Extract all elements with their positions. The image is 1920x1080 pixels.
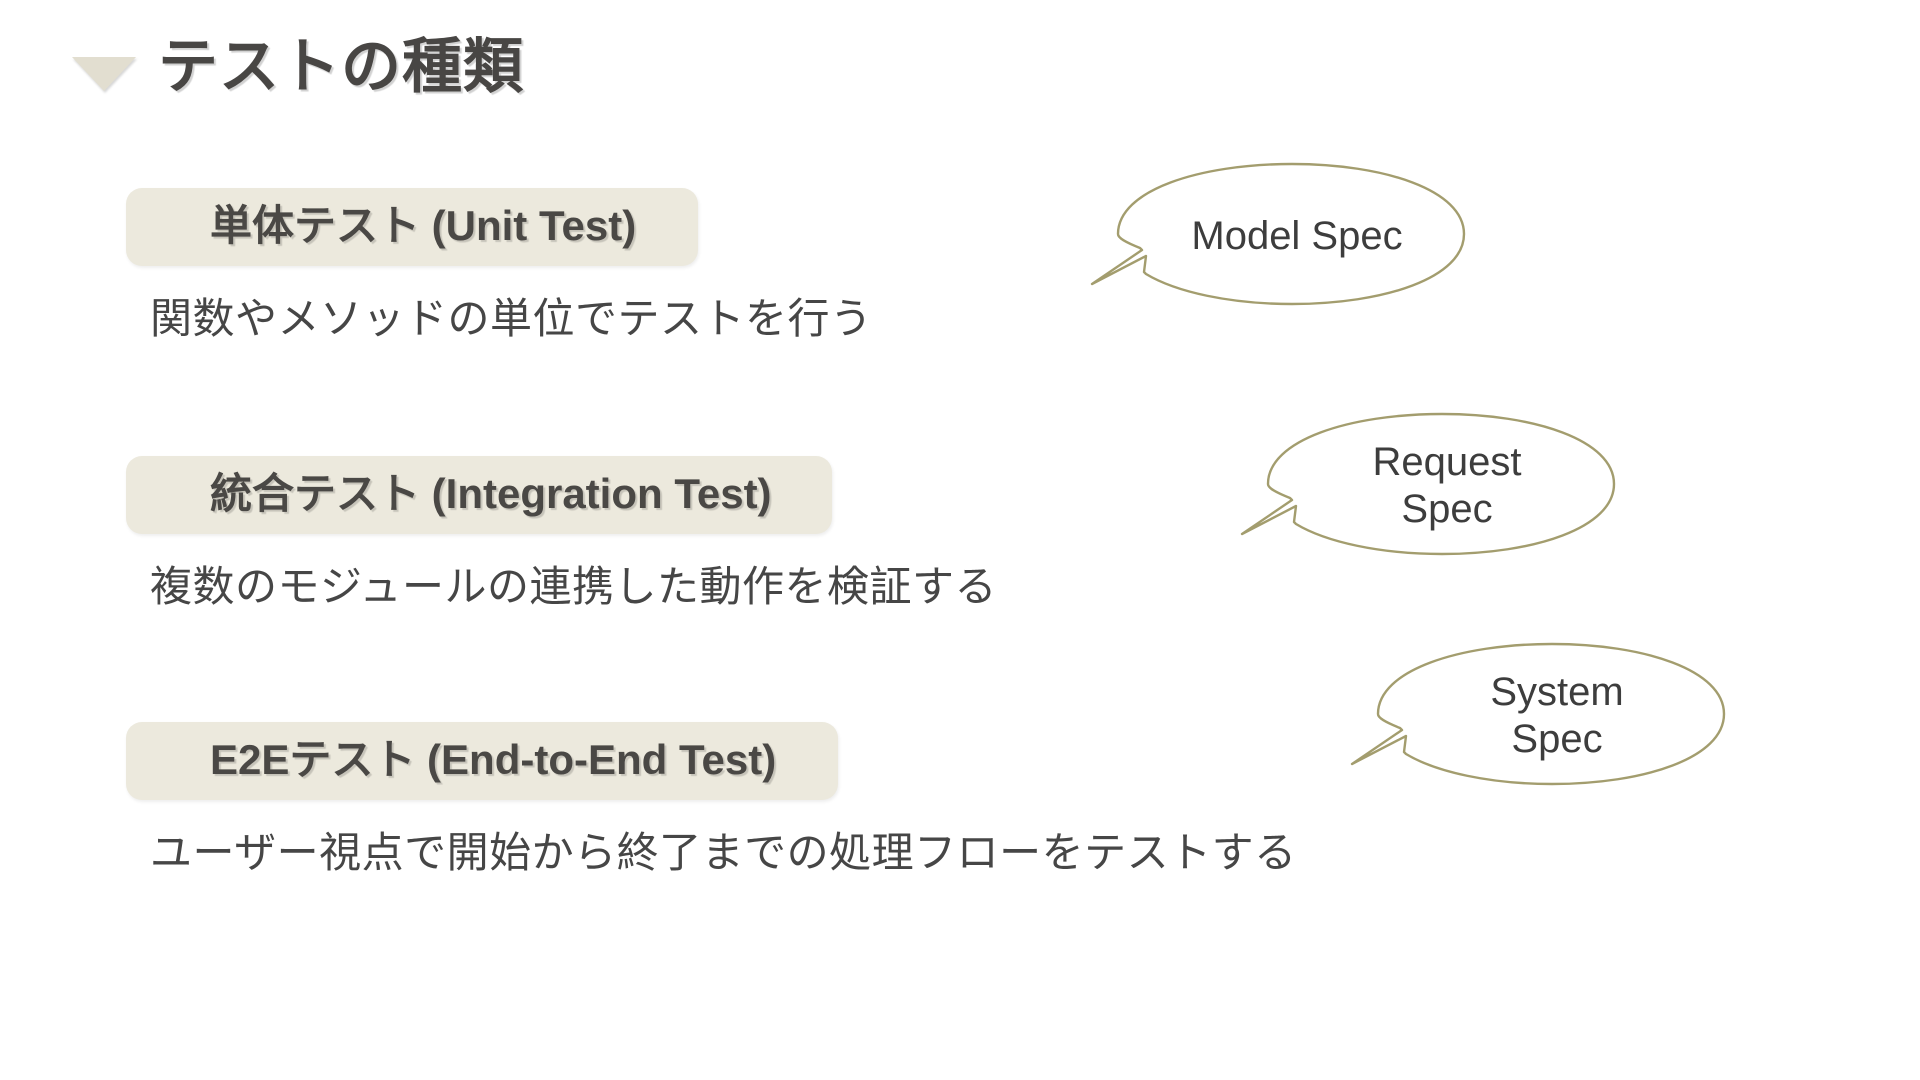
- speech-bubble-shape-icon: [1240, 412, 1616, 556]
- description-unit: 関数やメソッドの単位でテストを行う: [150, 295, 873, 343]
- label-chip-unit: 単体テスト (Unit Test): [126, 188, 699, 267]
- triangle-down-icon: [72, 57, 136, 91]
- speech-bubble-shape-icon: [1090, 162, 1466, 306]
- speech-bubble-request-spec: Request Spec: [1230, 410, 1630, 570]
- description-integration: 複数のモジュールの連携した動作を検証する: [150, 563, 998, 611]
- speech-bubble-model-spec: Model Spec: [1080, 160, 1480, 320]
- label-chip-e2e: E2Eテスト (End-to-End Test): [126, 722, 839, 801]
- label-chip-integration-text: 統合テスト (Integration Test): [210, 470, 772, 517]
- label-chip-e2e-text: E2Eテスト (End-to-End Test): [210, 736, 777, 783]
- label-chip-unit-text: 単体テスト (Unit Test): [210, 202, 637, 249]
- label-chip-integration: 統合テスト (Integration Test): [126, 456, 832, 535]
- test-block-e2e: E2Eテスト (End-to-End Test) ユーザー視点で開始から終了まで…: [0, 722, 1297, 879]
- speech-bubble-shape-icon: [1350, 642, 1726, 786]
- test-block-integration: 統合テスト (Integration Test) 複数のモジュールの連携した動作…: [0, 456, 1100, 613]
- speech-bubble-system-spec: System Spec: [1340, 640, 1740, 800]
- test-block-unit: 単体テスト (Unit Test) 関数やメソッドの単位でテストを行う: [0, 188, 1100, 345]
- description-e2e: ユーザー視点で開始から終了までの処理フローをテストする: [150, 829, 1297, 877]
- page-title: テストの種類: [72, 34, 524, 100]
- page-title-text: テストの種類: [158, 33, 524, 100]
